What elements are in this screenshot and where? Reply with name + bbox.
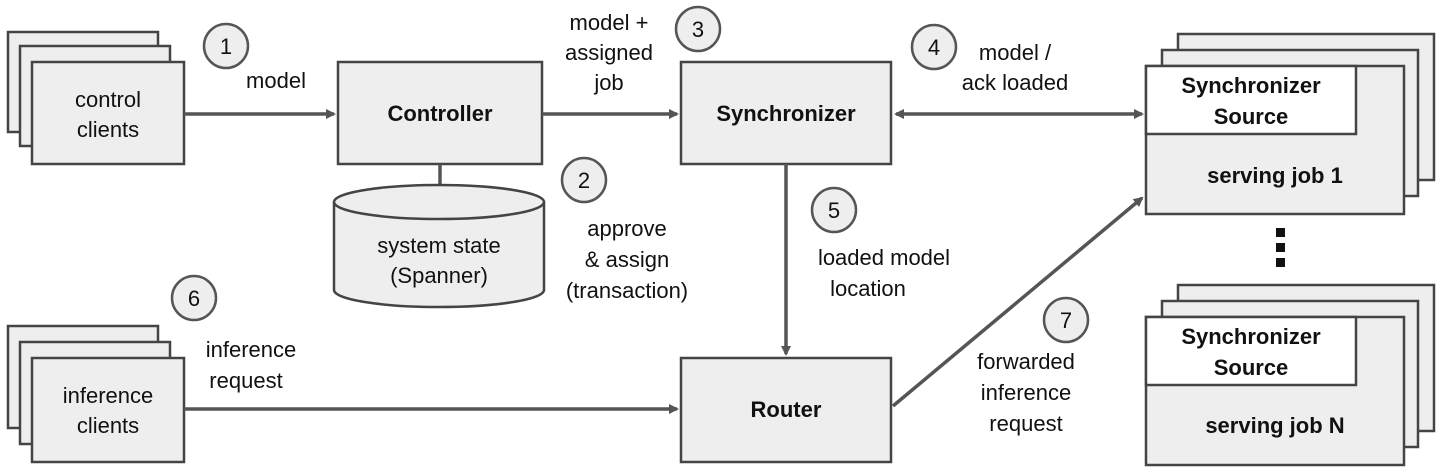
step-3-number: 3 — [692, 17, 704, 42]
job1-header-line2: Source — [1214, 104, 1289, 129]
step-7-badge: 7 — [1042, 296, 1090, 344]
label-forwarded-2: inference — [981, 380, 1072, 405]
control-clients-label-2: clients — [77, 117, 139, 142]
inference-clients-stack: inference clients — [6, 324, 186, 464]
label-model-ack-1: model / — [979, 40, 1052, 65]
step-1-circle — [202, 22, 250, 70]
step-5-number: 5 — [828, 198, 840, 223]
job1-body-label: serving job 1 — [1207, 163, 1343, 188]
jobN-header-line1: Synchronizer — [1181, 324, 1321, 349]
inference-clients-label-1: inference — [63, 383, 154, 408]
step-6-circle — [170, 274, 218, 322]
label-inference-request-1: inference — [206, 337, 297, 362]
control-clients-label-1: control — [75, 87, 141, 112]
step-4-badge: 4 — [910, 23, 958, 71]
controller-box — [336, 60, 544, 166]
arrow-router-to-job1 — [891, 196, 1144, 408]
control-clients-box — [30, 60, 186, 166]
label-model: model — [246, 68, 306, 93]
controller-label: Controller — [387, 101, 493, 126]
router-node: Router — [679, 356, 893, 464]
synchronizer-box — [679, 60, 893, 166]
system-state-label-2: (Spanner) — [390, 263, 488, 288]
label-approve-1: approve — [587, 216, 667, 241]
step-2-number: 2 — [578, 168, 590, 193]
step-5-badge: 5 — [810, 186, 858, 234]
step-5-circle — [810, 186, 858, 234]
label-loaded-location-2: location — [830, 276, 906, 301]
step-1-number: 1 — [220, 34, 232, 59]
step-7-number: 7 — [1060, 308, 1072, 333]
label-model-ack-2: ack loaded — [962, 70, 1068, 95]
step-7-circle — [1042, 296, 1090, 344]
step-6-badge: 6 — [170, 274, 218, 322]
step-3-circle — [674, 5, 722, 53]
step-3-badge: 3 — [674, 5, 722, 53]
system-state-label-1: system state — [377, 233, 500, 258]
serving-job-n-stack: Synchronizer Source serving job N — [1144, 283, 1436, 467]
control-clients-stack: control clients — [6, 30, 186, 166]
label-model-assigned-2: assigned — [565, 40, 653, 65]
synchronizer-node: Synchronizer — [679, 60, 893, 166]
router-box — [679, 356, 893, 464]
db-cylinder-top — [332, 183, 546, 221]
jobN-body-label: serving job N — [1205, 413, 1344, 438]
synchronizer-label: Synchronizer — [716, 101, 856, 126]
dot-2 — [1276, 243, 1285, 252]
step-4-circle — [910, 23, 958, 71]
serving-job-1-header — [1144, 64, 1358, 136]
step-6-number: 6 — [188, 286, 200, 311]
label-model-assigned-1: model + — [570, 10, 649, 35]
step-2-badge: 2 — [560, 156, 608, 204]
label-approve-3: (transaction) — [566, 278, 688, 303]
label-loaded-location-1: loaded model — [818, 245, 950, 270]
jobN-header-line2: Source — [1214, 355, 1289, 380]
step-2-circle — [560, 156, 608, 204]
system-state-db: system state (Spanner) — [332, 183, 546, 309]
label-model-assigned-3: job — [593, 70, 623, 95]
job1-header-line1: Synchronizer — [1181, 73, 1321, 98]
inference-clients-box — [30, 356, 186, 464]
controller-node: Controller — [336, 60, 544, 166]
label-forwarded-3: request — [989, 411, 1062, 436]
serving-job-n-header — [1144, 315, 1358, 387]
label-inference-request-2: request — [209, 368, 282, 393]
label-approve-2: & assign — [585, 247, 669, 272]
dot-1 — [1276, 228, 1285, 237]
db-cylinder-body — [332, 202, 546, 309]
step-1-badge: 1 — [202, 22, 250, 70]
label-forwarded-1: forwarded — [977, 349, 1075, 374]
dot-3 — [1276, 258, 1285, 267]
router-label: Router — [751, 397, 822, 422]
serving-job-1-stack: Synchronizer Source serving job 1 — [1144, 32, 1436, 216]
inference-clients-label-2: clients — [77, 413, 139, 438]
ellipsis-dots — [1276, 228, 1285, 267]
step-4-number: 4 — [928, 35, 940, 60]
